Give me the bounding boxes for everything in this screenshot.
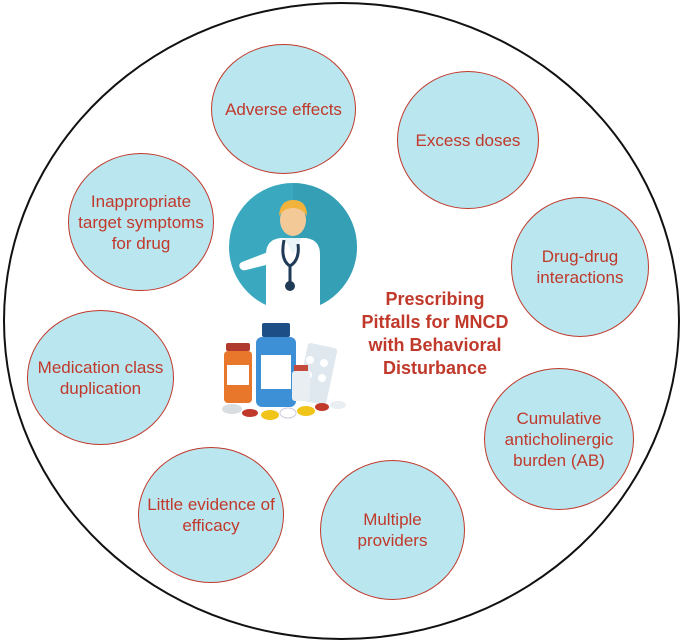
bubble-label: Inappropriate target symptoms for drug — [78, 191, 204, 253]
bubble-medication-class-duplication: Medication class duplication — [27, 310, 174, 445]
medication-bottles-icon — [222, 323, 346, 420]
bubble-label: Cumulative anticholinergic burden (AB) — [504, 408, 614, 470]
bubble-label: Adverse effects — [225, 99, 342, 119]
doctor-icon — [229, 183, 357, 311]
bubble-label: Multiple providers — [357, 510, 428, 550]
diagram-title: Prescribing Pitfalls for MNCD with Behav… — [361, 289, 509, 378]
outer-ring — [3, 2, 680, 640]
bubble-excess-doses: Excess doses — [397, 71, 539, 209]
bubble-label: Little evidence of efficacy — [147, 495, 275, 535]
bubble-drug-drug-interactions: Drug-drug interactions — [511, 197, 649, 337]
bubble-label: Medication class duplication — [37, 357, 164, 398]
bubble-label: Excess doses — [415, 130, 521, 150]
bubble-multiple-providers: Multiple providers — [320, 460, 465, 600]
bubble-cumulative-anticholinergic: Cumulative anticholinergic burden (AB) — [484, 368, 634, 510]
bubble-little-evidence: Little evidence of efficacy — [138, 447, 284, 583]
bubble-inappropriate-target: Inappropriate target symptoms for drug — [68, 153, 214, 291]
bubble-label: Drug-drug interactions — [536, 247, 624, 287]
bubble-adverse-effects: Adverse effects — [211, 44, 356, 174]
